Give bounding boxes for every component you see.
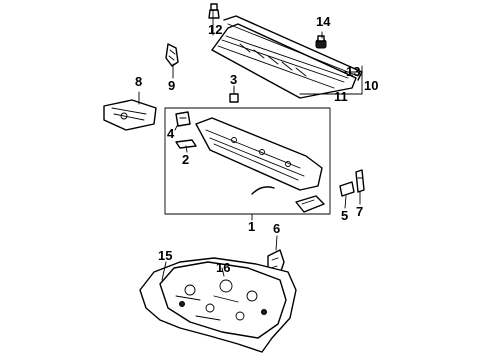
callout-14: 14 [316, 14, 331, 29]
callout-16: 16 [216, 260, 230, 275]
callout-13: 13 [346, 64, 360, 79]
callout-2: 2 [182, 152, 189, 167]
part-16-dash-panel [159, 261, 287, 339]
leader-lines [138, 9, 363, 281]
part-12-clip [208, 3, 220, 19]
callout-3: 3 [230, 72, 237, 87]
assembly-group-box [164, 107, 331, 215]
callout-15: 15 [158, 248, 172, 263]
callout-11: 11 [334, 89, 348, 104]
part-14-grommet [315, 35, 327, 49]
part-5-clip [339, 181, 355, 197]
callout-7: 7 [356, 204, 363, 219]
callout-8: 8 [135, 74, 142, 89]
callout-labels: 12 14 13 10 11 9 3 8 4 2 1 5 7 6 16 15 [135, 14, 378, 275]
part-1-cowl-member [195, 117, 323, 191]
callout-12: 12 [208, 22, 222, 37]
callout-6: 6 [273, 221, 280, 236]
lower-bracket-piece [295, 195, 325, 213]
part-7-bracket [355, 169, 365, 193]
cowl-vent-panel [211, 23, 357, 99]
callout-4: 4 [167, 126, 175, 141]
callout-5: 5 [341, 208, 348, 223]
callout-1: 1 [248, 219, 255, 234]
part-9-bracket [165, 43, 179, 67]
windshield-weatherstrip [223, 15, 363, 81]
callout-9: 9 [168, 78, 175, 93]
small-hose-piece [251, 186, 275, 195]
part-8-side-bracket [103, 99, 157, 131]
part-4-bracket [175, 111, 191, 127]
callout-10: 10 [364, 78, 378, 93]
part-2-tube [175, 139, 197, 149]
